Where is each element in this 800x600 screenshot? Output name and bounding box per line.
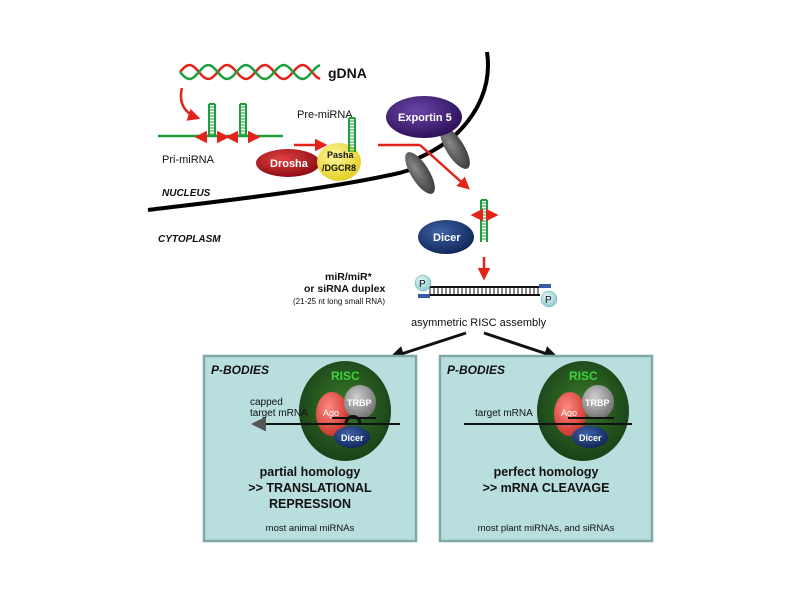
duplex-label-line2: or siRNA duplex — [304, 283, 385, 295]
target-label-line1: capped — [250, 397, 283, 408]
ago-label: Ago — [561, 408, 577, 418]
nuclear-pore-left — [405, 152, 435, 194]
risc-label: RISC — [331, 369, 360, 383]
pasha-dgcr8-protein — [317, 143, 361, 181]
nuclear-envelope-lower — [147, 166, 415, 212]
cytoplasmic-pre-mirna — [480, 199, 488, 242]
exportin-5-protein — [386, 96, 462, 138]
duplex-label-line1: miR/miR* — [325, 271, 373, 283]
trbp-label: TRBP — [585, 398, 610, 408]
dicer-protein — [418, 220, 474, 254]
trbp-protein — [582, 385, 614, 419]
duplex-label-line3: (21-25 nt long small RNA) — [293, 297, 385, 306]
outcome-line1: perfect homology — [494, 465, 599, 479]
panel-note: most plant miRNAs, and siRNAs — [478, 523, 615, 534]
risc-assembly-label: asymmetric RISC assembly — [411, 317, 547, 329]
dicer-in-risc — [334, 426, 370, 448]
pre-mirna-label: Pre-miRNA — [297, 109, 353, 121]
outcome-line2: >> TRANSLATIONAL — [248, 481, 372, 495]
pasha-label: Pasha — [327, 150, 355, 160]
exportin-5-label: Exportin 5 — [398, 112, 452, 124]
pri-mirna-hairpin-1 — [208, 103, 216, 136]
pri-mirna-label: Pri-miRNA — [162, 154, 215, 166]
branch-arrow-left — [389, 331, 467, 361]
pre-mirna-hairpin — [348, 117, 356, 152]
mirna-duplex — [418, 284, 551, 298]
export-arrow-diagonal — [419, 144, 470, 190]
phosphate-label-right: P — [545, 295, 552, 306]
gdna-label: gDNA — [328, 65, 367, 81]
drosha-label: Drosha — [270, 158, 309, 170]
trbp-label: TRBP — [347, 398, 372, 408]
cytoplasm-label: CYTOPLASM — [158, 234, 221, 245]
outcome-line1: partial homology — [260, 465, 361, 479]
dicer-in-risc — [572, 426, 608, 448]
p-bodies-panel-left: P-BODIES RISC Ago TRBP Dicer capped targ… — [202, 354, 418, 543]
target-label-line2: target mRNA — [475, 408, 533, 419]
branch-arrow-right — [483, 331, 559, 361]
gdna-helix — [179, 63, 321, 81]
panel-heading: P-BODIES — [211, 363, 269, 377]
panel-note: most animal miRNAs — [266, 523, 355, 534]
target-loop — [344, 415, 362, 425]
risc-label: RISC — [569, 369, 598, 383]
risc-dicer-label: Dicer — [341, 433, 364, 443]
p-bodies-panel-right: P-BODIES RISC Ago TRBP Dicer target mRNA… — [438, 354, 654, 543]
outcome-line3: REPRESSION — [269, 497, 351, 511]
trbp-protein — [344, 385, 376, 419]
ago-label: Ago — [323, 408, 339, 418]
nuclear-pore-right — [440, 127, 470, 169]
panel-heading: P-BODIES — [447, 363, 505, 377]
target-label-line2: target mRNA — [250, 408, 308, 419]
pri-mirna-hairpin-2 — [239, 103, 247, 136]
phosphate-5p-right — [540, 290, 558, 308]
transcription-arrow — [179, 87, 201, 121]
risc-dicer-label: Dicer — [579, 433, 602, 443]
drosha-protein — [256, 149, 320, 177]
dicer-label: Dicer — [433, 232, 461, 244]
dgcr8-label: /DGCR8 — [322, 163, 356, 173]
phosphate-5p-left — [414, 274, 432, 292]
phosphate-label-left: P — [419, 279, 426, 290]
outcome-line2: >> mRNA CLEAVAGE — [483, 481, 610, 495]
nucleus-label: NUCLEUS — [162, 188, 211, 199]
